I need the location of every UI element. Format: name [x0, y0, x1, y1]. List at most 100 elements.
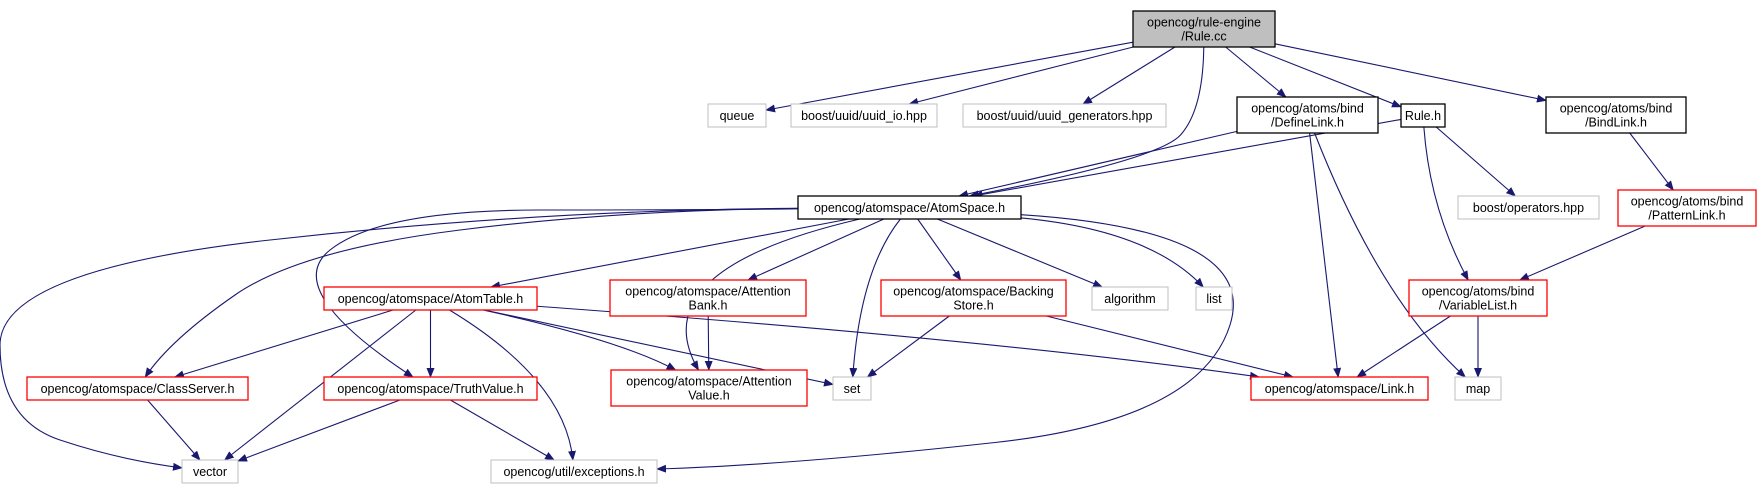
node-label: opencog/rule-engine [1147, 16, 1261, 30]
node-label: opencog/atomspace/TruthValue.h [337, 382, 523, 396]
node-box [1545, 96, 1687, 134]
node-label: algorithm [1104, 292, 1155, 306]
node-box [962, 103, 1167, 128]
node-exceptions: opencog/util/exceptions.h [490, 459, 658, 484]
node-label: opencog/atomspace/AtomTable.h [338, 292, 524, 306]
edge-truthvalue-to-vector [237, 399, 401, 462]
node-box [609, 279, 807, 317]
node-box [181, 459, 239, 484]
node-label: map [1466, 382, 1490, 396]
node-box [1617, 189, 1757, 227]
node-patternlink[interactable]: opencog/atoms/bind/PatternLink.h [1617, 189, 1757, 227]
node-box [1454, 376, 1502, 401]
edge-backing-to-set [866, 315, 950, 378]
node-queue: queue [707, 103, 767, 128]
node-box [832, 376, 872, 401]
edge-rule_cc-to-queue [765, 41, 1134, 113]
node-label: /VariableList.h [1439, 299, 1517, 313]
node-box [1132, 10, 1276, 48]
node-label: Value.h [688, 389, 730, 403]
node-box [1408, 279, 1548, 317]
node-box [323, 286, 538, 311]
node-label: opencog/atomspace/Link.h [1265, 382, 1414, 396]
node-rule-h[interactable]: Rule.h [1400, 103, 1446, 128]
node-label: opencog/atomspace/ClassServer.h [41, 382, 235, 396]
node-box [1195, 286, 1233, 311]
node-boost-ops: boost/operators.hpp [1457, 195, 1600, 220]
node-label: set [844, 382, 861, 396]
node-label: opencog/atomspace/Attention [626, 375, 791, 389]
node-uuid-io: boost/uuid/uuid_io.hpp [790, 103, 938, 128]
node-label: opencog/atomspace/Attention [625, 285, 790, 299]
node-truthvalue[interactable]: opencog/atomspace/TruthValue.h [323, 376, 538, 401]
node-box [1091, 286, 1169, 311]
node-box [790, 103, 938, 128]
node-rule-cc[interactable]: opencog/rule-engine/Rule.cc [1132, 10, 1276, 48]
node-map: map [1454, 376, 1502, 401]
edge-atomspace-to-list [1020, 217, 1204, 288]
node-box [490, 459, 658, 484]
node-bindlink[interactable]: opencog/atoms/bind/BindLink.h [1545, 96, 1687, 134]
edge-backing-to-link [1046, 315, 1294, 379]
node-varlist[interactable]: opencog/atoms/bind/VariableList.h [1408, 279, 1548, 317]
node-label: Store.h [953, 299, 993, 313]
node-set: set [832, 376, 872, 401]
edge-atomspace-to-exceptions [656, 214, 1234, 473]
edge-rule_cc-to-uuid_io [908, 46, 1134, 106]
edge-attnbank-to-attnvalue [704, 315, 713, 371]
node-classserver[interactable]: opencog/atomspace/ClassServer.h [26, 376, 249, 401]
node-box [1400, 103, 1446, 128]
edge-atomspace-to-set [849, 218, 901, 378]
edge-atomspace-to-attnbank [747, 218, 885, 281]
edge-bindlink-to-patternlink [1629, 132, 1674, 191]
node-box [707, 103, 767, 128]
edge-rule_cc-to-bindlink [1274, 43, 1547, 103]
node-atomspace[interactable]: opencog/atomspace/AtomSpace.h [797, 195, 1022, 220]
node-box [1250, 376, 1429, 401]
node-definelink[interactable]: opencog/atoms/bind/DefineLink.h [1236, 96, 1379, 134]
node-box [323, 376, 538, 401]
edge-patternlink-to-varlist [1518, 225, 1646, 281]
nodes: opencog/rule-engine/Rule.cc queue boost/uu… [26, 10, 1757, 484]
node-label: /PatternLink.h [1648, 209, 1725, 223]
node-box [880, 279, 1067, 317]
edge-rule_h-to-varlist [1423, 126, 1469, 281]
node-label: /Rule.cc [1181, 30, 1226, 44]
node-label: boost/uuid/uuid_io.hpp [801, 109, 927, 123]
node-label: opencog/atoms/bind [1422, 285, 1535, 299]
edge-atomtable-to-attnvalue [482, 309, 677, 371]
node-list: list [1195, 286, 1233, 311]
node-label: boost/operators.hpp [1473, 201, 1584, 215]
node-algorithm: algorithm [1091, 286, 1169, 311]
node-link[interactable]: opencog/atomspace/Link.h [1250, 376, 1429, 401]
edge-definelink-to-atomspace [958, 130, 1238, 198]
node-label: opencog/atomspace/Backing [893, 285, 1054, 299]
edge-atomtable-to-vector [223, 309, 417, 461]
node-vector: vector [181, 459, 239, 484]
edge-atomtable-to-exceptions [449, 309, 576, 461]
node-box [1236, 96, 1379, 134]
edge-truthvalue-to-exceptions [450, 399, 555, 461]
node-label: opencog/atoms/bind [1251, 102, 1364, 116]
edge-definelink-to-link [1309, 132, 1342, 378]
edge-atomspace-to-classserver [144, 207, 799, 378]
edge-atomspace-to-atomtable [490, 218, 850, 290]
node-label: /DefineLink.h [1271, 116, 1344, 130]
node-box [797, 195, 1022, 220]
edge-rule_h-to-boost_ops [1435, 126, 1517, 197]
node-label: opencog/util/exceptions.h [503, 465, 644, 479]
edge-varlist-to-link [1356, 315, 1451, 378]
node-box [1457, 195, 1600, 220]
node-label: list [1206, 292, 1222, 306]
node-label: Bank.h [689, 299, 728, 313]
node-atomtable[interactable]: opencog/atomspace/AtomTable.h [323, 286, 538, 311]
node-label: opencog/atomspace/AtomSpace.h [814, 201, 1005, 215]
node-label: opencog/atoms/bind [1560, 102, 1673, 116]
edge-classserver-to-vector [147, 399, 201, 461]
node-box [610, 369, 808, 407]
edge-atomspace-to-vector [0, 207, 799, 471]
